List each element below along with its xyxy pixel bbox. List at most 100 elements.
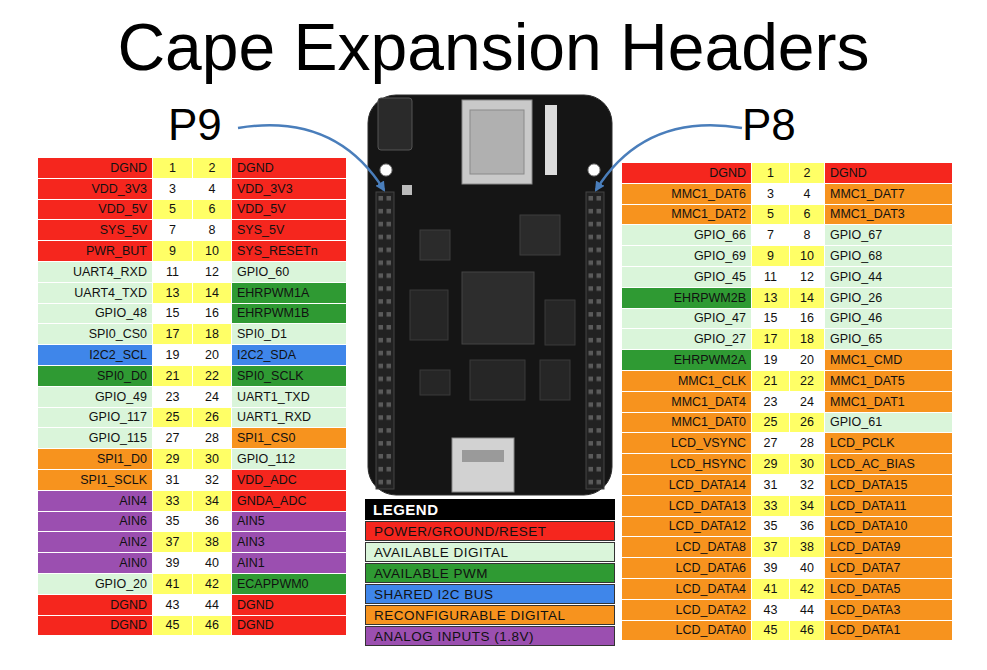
pin-number: 25 [153,408,192,428]
pin-name: GPIO_46 [825,309,952,329]
pin-name: GPIO_115 [38,428,152,448]
mount-hole [380,164,392,176]
legend-swatch: RECONFIGURABLE DIGITAL [365,605,615,625]
pin-number: 8 [193,220,231,240]
pin-number: 13 [153,283,192,303]
chip [410,290,448,340]
pin-number: 4 [790,184,824,204]
pin-name: GPIO_112 [232,449,346,469]
pin-name: MMC1_DAT5 [825,371,952,391]
pin-name: AIN2 [38,532,152,552]
pin-number: 1 [153,158,192,178]
led [402,185,412,195]
pin-number: 34 [193,491,231,511]
pin-name: AIN6 [38,512,152,532]
pin-name: GPIO_27 [622,329,751,349]
pin-number: 22 [790,371,824,391]
pin-number: 3 [153,179,192,199]
pin-name: AIN1 [232,553,346,573]
pin-number: 11 [153,262,192,282]
pin-name: LCD_DATA7 [825,558,952,578]
pin-number: 18 [790,329,824,349]
pin-number: 11 [752,267,789,287]
pin-name: MMC1_CLK [622,371,751,391]
pin-number: 32 [790,475,824,495]
pin-number: 7 [752,225,789,245]
pin-name: UART1_RXD [232,408,346,428]
pin-number: 13 [752,288,789,308]
legend-text: AVAILABLE PWM [374,566,488,581]
pin-name: MMC1_DAT1 [825,392,952,412]
pin-number: 45 [153,616,192,636]
legend-text: SHARED I2C BUS [374,587,494,602]
pin-name: SYS_RESETn [232,241,346,261]
pin-name: DGND [38,616,152,636]
legend-text: ANALOG INPUTS (1.8V) [374,629,534,644]
pin-number: 32 [193,470,231,490]
chip [420,370,450,395]
pin-name: PWR_BUT [38,241,152,261]
pin-name: DGND [232,158,346,178]
pin-number: 43 [752,600,789,620]
pin-number: 44 [193,595,231,615]
ethernet-label [545,105,557,175]
pin-number: 37 [153,532,192,552]
board-outline [368,95,612,495]
mount-hole [588,164,600,176]
pin-name: SYS_5V [232,220,346,240]
pin-number: 16 [193,304,231,324]
pin-name: EHRPWM1B [232,304,346,324]
header-pins [586,192,604,489]
pin-number: 19 [153,345,192,365]
pin-number: 3 [752,184,789,204]
pin-name: DGND [38,595,152,615]
pin-name: LCD_DATA11 [825,496,952,516]
pin-number: 33 [752,496,789,516]
pin-number: 40 [790,558,824,578]
pin-number: 41 [153,574,192,594]
pin-number: 12 [193,262,231,282]
pin-name: LCD_DATA9 [825,537,952,557]
legend-swatch: AVAILABLE DIGITAL [365,542,615,562]
pin-name: LCD_DATA1 [825,621,952,641]
pin-number: 40 [193,553,231,573]
pin-name: MMC1_DAT6 [622,184,751,204]
pin-name: VDD_5V [38,200,152,220]
pin-name: LCD_DATA4 [622,579,751,599]
pin-number: 43 [153,595,192,615]
pin-number: 35 [752,517,789,537]
pin-number: 46 [790,621,824,641]
legend-swatch: AVAILABLE PWM [365,563,615,583]
chip [545,300,575,345]
pin-name: MMC1_DAT2 [622,205,751,225]
pin-number: 10 [790,246,824,266]
pin-number: 15 [752,309,789,329]
pin-number: 7 [153,220,192,240]
pin-name: LCD_DATA13 [622,496,751,516]
pin-number: 36 [790,517,824,537]
pin-name: EHRPWM1A [232,283,346,303]
processor [462,272,534,344]
legend-text: AVAILABLE DIGITAL [374,545,509,560]
pin-number: 9 [153,241,192,261]
pin-name: GPIO_45 [622,267,751,287]
pin-number: 37 [752,537,789,557]
pin-number: 34 [790,496,824,516]
pin-number: 28 [790,433,824,453]
pin-name: DGND [232,616,346,636]
pin-number: 9 [752,246,789,266]
header-name: P8 [742,98,796,152]
pin-number: 38 [193,532,231,552]
pin-number: 14 [790,288,824,308]
pin-name: AIN5 [232,512,346,532]
pin-number: 15 [153,304,192,324]
pin-number: 28 [193,428,231,448]
legend-header: LEGEND [365,499,615,520]
pin-name: MMC1_CMD [825,350,952,370]
pin-number: 30 [193,449,231,469]
pin-number: 35 [153,512,192,532]
pin-name: LCD_DATA5 [825,579,952,599]
pin-name: SPI1_SCLK [38,470,152,490]
pin-name: UART1_TXD [232,387,346,407]
